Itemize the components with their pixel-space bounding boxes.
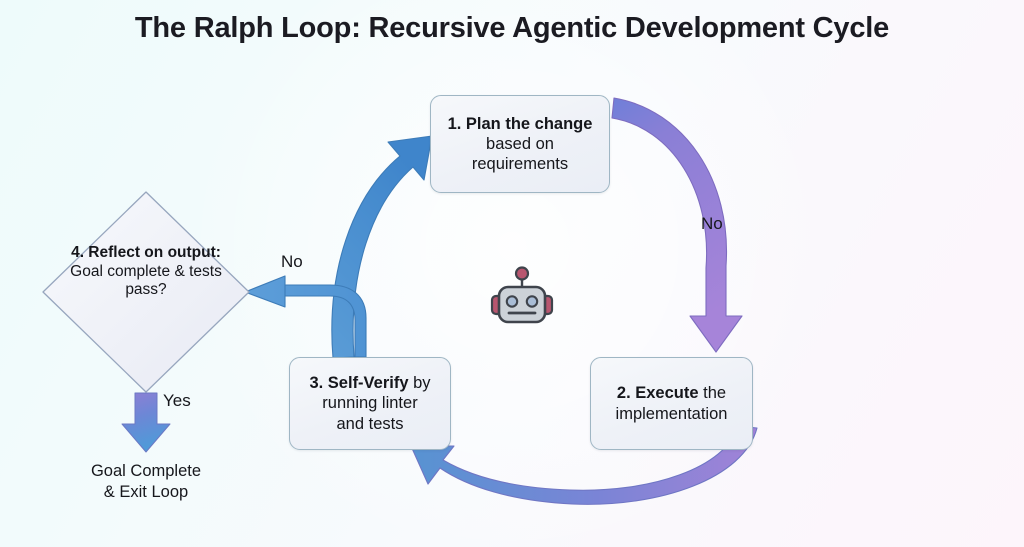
node-execute-implementation[interactable]: 2. Execute the implementation	[590, 357, 753, 450]
node-reflect-label: 4. Reflect on output: Goal complete & te…	[63, 244, 229, 300]
terminal-line1: Goal Complete	[90, 462, 202, 480]
node-verify-line2: running linter	[322, 394, 418, 413]
node-reflect-line1: 4. Reflect on	[71, 244, 163, 261]
node-reflect-strong2: output:	[167, 244, 221, 261]
node-execute-strong: 2. Execute	[616, 384, 699, 403]
node-verify-strong: 3. Self-Verify	[309, 374, 409, 393]
edge-label-no-right: No	[701, 214, 723, 233]
edge-label-yes: Yes	[163, 391, 191, 410]
node-execute-line1: 2. Execute the	[616, 383, 728, 403]
node-plan-line3: requirements	[471, 155, 569, 174]
page-title: The Ralph Loop: Recursive Agentic Develo…	[134, 12, 890, 44]
node-execute-rest: the	[698, 384, 727, 403]
node-self-verify[interactable]: 3. Self-Verify by running linter and tes…	[289, 357, 451, 450]
terminal-line2: & Exit Loop	[103, 483, 189, 502]
node-plan-line1: 1. Plan the change	[448, 114, 593, 134]
edge-verify-to-plan	[331, 135, 433, 359]
node-reflect-line4: & tests pass?	[125, 262, 222, 299]
edge-plan-to-execute	[611, 97, 743, 353]
edge-verify-to-reflect	[244, 275, 367, 358]
edge-label-no-left: No	[281, 252, 303, 271]
reflect-diamond-shape	[42, 191, 250, 393]
node-reflect-line2: output:	[168, 244, 221, 261]
node-reflect-on-output[interactable]: 4. Reflect on output: Goal complete & te…	[41, 190, 251, 395]
node-reflect-line3: Goal complete	[70, 262, 171, 280]
node-execute-line2: implementation	[615, 404, 728, 423]
robot-icon	[490, 266, 554, 324]
node-plan-the-change[interactable]: 1. Plan the change based on requirements	[430, 95, 610, 193]
node-verify-line3: and tests	[336, 414, 404, 433]
edge-reflect-to-exit	[121, 392, 171, 453]
node-verify-rest: by	[408, 374, 431, 393]
node-plan-strong: 1. Plan the change	[447, 114, 593, 133]
node-reflect-strong1: 4. Reflect on	[71, 244, 164, 261]
node-verify-line1: 3. Self-Verify by	[309, 373, 430, 393]
terminal-goal-complete: Goal Complete & Exit Loop	[46, 461, 246, 503]
node-plan-line2: based on	[486, 134, 554, 153]
